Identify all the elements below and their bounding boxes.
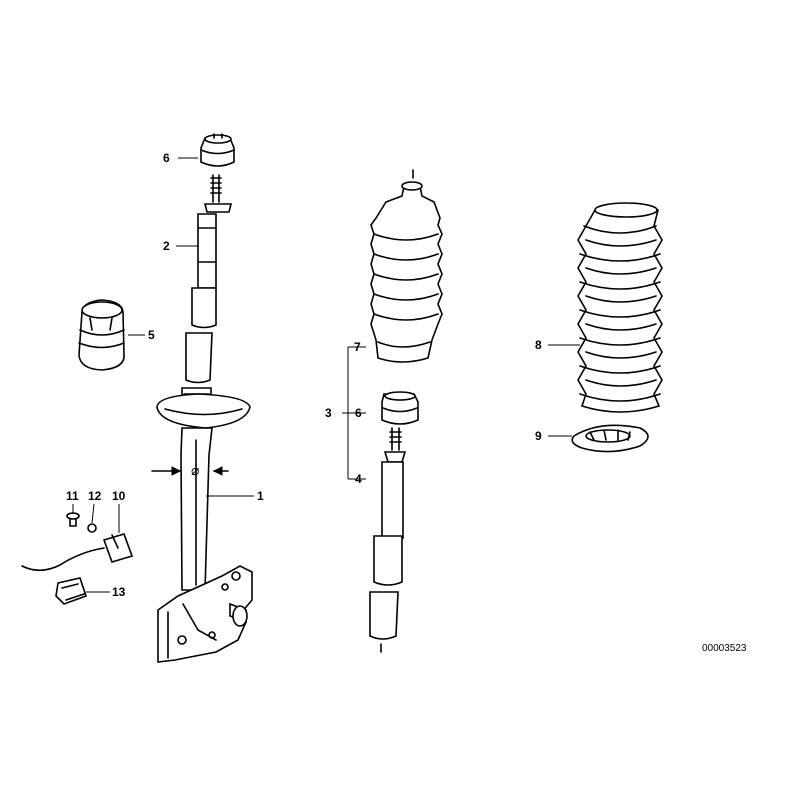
label-7: 7 xyxy=(354,340,361,354)
label-1: 1 xyxy=(257,489,264,503)
part-6-top-mount-2 xyxy=(381,391,419,425)
label-12: 12 xyxy=(88,489,102,503)
part-3-bracket xyxy=(342,346,366,480)
label-6-middle: 6 xyxy=(355,406,362,420)
part-5-bump-stop xyxy=(78,299,125,371)
label-11: 11 xyxy=(66,489,79,503)
label-10: 10 xyxy=(112,489,126,503)
label-13: 13 xyxy=(112,585,126,599)
part-1-strut-tube xyxy=(151,387,253,663)
label-5: 5 xyxy=(148,328,155,342)
label-9: 9 xyxy=(535,429,542,443)
part-4-shock-absorber xyxy=(369,427,407,653)
label-4: 4 xyxy=(355,472,362,486)
parts-10-13-sensor-clip xyxy=(21,512,134,605)
part-6-top-mount xyxy=(200,133,235,167)
diagram-reference-number: 00003523 xyxy=(702,643,747,654)
label-6-left: 6 xyxy=(163,151,170,165)
label-2: 2 xyxy=(163,239,170,253)
part-7-protective-boot xyxy=(370,169,443,363)
part-8-protective-boot xyxy=(577,202,663,413)
diameter-symbol: ⌀ xyxy=(191,462,200,478)
label-8: 8 xyxy=(535,338,542,352)
leader-lines xyxy=(72,157,580,593)
label-3: 3 xyxy=(325,406,332,420)
part-2-piston-rod xyxy=(185,174,233,384)
part-9-spring-pad xyxy=(571,424,649,453)
